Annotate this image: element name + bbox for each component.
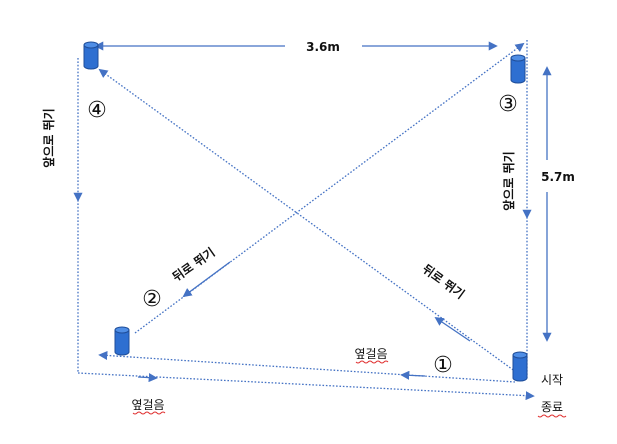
end-label: 종료 [541, 400, 563, 414]
back-run-label-right: 뒤로 뛰기 [420, 261, 468, 302]
right-side-label: 앞으로 뛰기 [501, 151, 516, 210]
marker-3: ③ [498, 92, 518, 117]
cone-icon [83, 41, 99, 70]
back-run-label-left: 뒤로 뛰기 [169, 244, 217, 284]
path-diagonal-back-right-mid [434, 316, 471, 342]
marker-4: ④ [87, 98, 107, 123]
path-sidestep-upper [98, 350, 516, 383]
width-label: 3.6m [306, 40, 340, 54]
marker-2: ② [142, 287, 162, 312]
path-sidestep-lower [77, 372, 535, 401]
path-diagonal-back-left [134, 42, 525, 334]
sidestep-label-bottom: 옆걸음 [131, 398, 164, 412]
cone-icon [114, 326, 130, 356]
path-diagonal-back-right [98, 68, 517, 373]
sidestep-label-top: 옆걸음 [354, 347, 387, 361]
cone-icon [510, 54, 526, 84]
marker-1: ① [433, 353, 453, 378]
height-label: 5.7m [541, 170, 575, 184]
cone-icon [512, 351, 528, 382]
path-diagonal-back-left-mid [182, 261, 231, 298]
path-sidestep-lower-mid [137, 373, 158, 383]
start-label: 시작 [541, 373, 563, 387]
left-side-label: 앞으로 뛰기 [41, 108, 56, 167]
path-sidestep-upper-mid [400, 370, 426, 380]
